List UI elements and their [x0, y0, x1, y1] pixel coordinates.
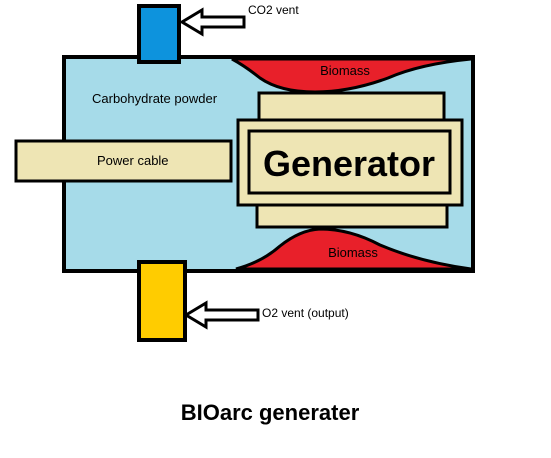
- generator-label: Generator: [263, 143, 435, 184]
- carbohydrate-powder-label: Carbohydrate powder: [92, 91, 218, 106]
- generator-bottom-plate: [255, 201, 449, 229]
- co2-vent: [137, 4, 181, 64]
- power-cable-label: Power cable: [97, 153, 169, 168]
- biomass-top-label: Biomass: [320, 63, 370, 78]
- power-cable: [14, 139, 233, 183]
- diagram-title: BIOarc generater: [181, 400, 360, 425]
- o2-vent-label: O2 vent (output): [262, 306, 349, 320]
- co2-vent-label: CO2 vent: [248, 3, 299, 17]
- generator-top-plate: [257, 91, 446, 122]
- generator-inner-frame: [247, 129, 452, 195]
- biomass-bottom-shape: [235, 227, 472, 271]
- o2-vent: [137, 260, 187, 342]
- biomass-bottom-label: Biomass: [328, 245, 378, 260]
- co2-arrow-icon: [179, 7, 246, 37]
- o2-arrow-icon: [183, 300, 260, 330]
